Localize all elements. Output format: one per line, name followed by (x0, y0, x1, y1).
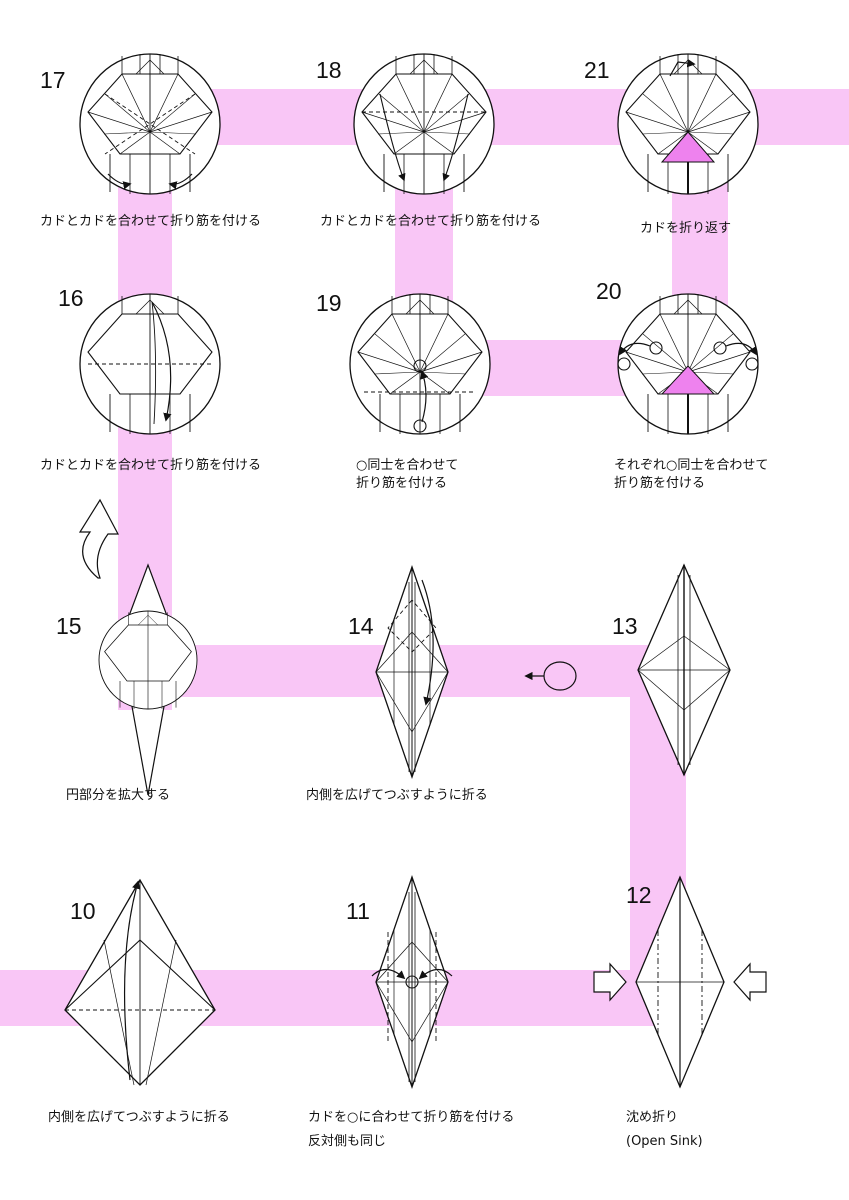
step-12-caption-line2: (Open Sink) (626, 1134, 703, 1149)
step-20-number: 20 (596, 278, 622, 304)
step-15-figure (98, 563, 198, 796)
step-20-figure (617, 293, 759, 435)
step-19-caption-line2: 折り筋を付ける (356, 476, 448, 491)
step-20-caption-line2: 折り筋を付ける (614, 476, 706, 491)
step-11-caption-line1: カドを○に合わせて折り筋を付ける (308, 1110, 515, 1125)
step-19-figure (349, 293, 491, 435)
step-11-caption-line2: 反対側も同じ (308, 1134, 387, 1149)
step-20-caption-line1: それぞれ○同士を合わせて (614, 458, 769, 473)
step-15-number: 15 (56, 613, 82, 639)
step-21-figure (617, 53, 759, 195)
step-16-figure (79, 293, 221, 435)
step-19-caption-line1: ○同士を合わせて (356, 458, 459, 473)
step-21-number: 21 (584, 57, 610, 83)
step-11-figure (371, 876, 453, 1088)
step-14-caption: 内側を広げてつぶすように折る (306, 788, 488, 803)
step-12-caption-line1: 沈め折り (626, 1110, 679, 1125)
step-19-number: 19 (316, 290, 342, 316)
step-17-figure (79, 53, 221, 195)
step-10-figure (64, 878, 216, 1086)
step-13-figure (637, 563, 731, 777)
step-18-number: 18 (316, 57, 342, 83)
step-16-number: 16 (58, 285, 84, 311)
step-14-figure (375, 566, 449, 778)
step-13-number: 13 (612, 613, 638, 639)
step-17-number: 17 (40, 67, 66, 93)
step-10-caption: 内側を広げてつぶすように折る (48, 1110, 230, 1125)
step-10-number: 10 (70, 898, 96, 924)
step-14-number: 14 (348, 613, 374, 639)
step-18-figure (353, 53, 495, 195)
step-18-caption: カドとカドを合わせて折り筋を付ける (320, 214, 542, 229)
step-21-caption: カドを折り返す (640, 221, 732, 236)
step-11-number: 11 (346, 898, 370, 924)
rotate-symbol (524, 661, 577, 691)
step-12-figure (593, 875, 767, 1089)
step-12-number: 12 (626, 882, 652, 908)
flow-arrow (78, 498, 119, 579)
step-15-caption: 円部分を拡大する (66, 788, 171, 803)
step-17-caption: カドとカドを合わせて折り筋を付ける (40, 214, 262, 229)
step-16-caption: カドとカドを合わせて折り筋を付ける (40, 458, 262, 473)
